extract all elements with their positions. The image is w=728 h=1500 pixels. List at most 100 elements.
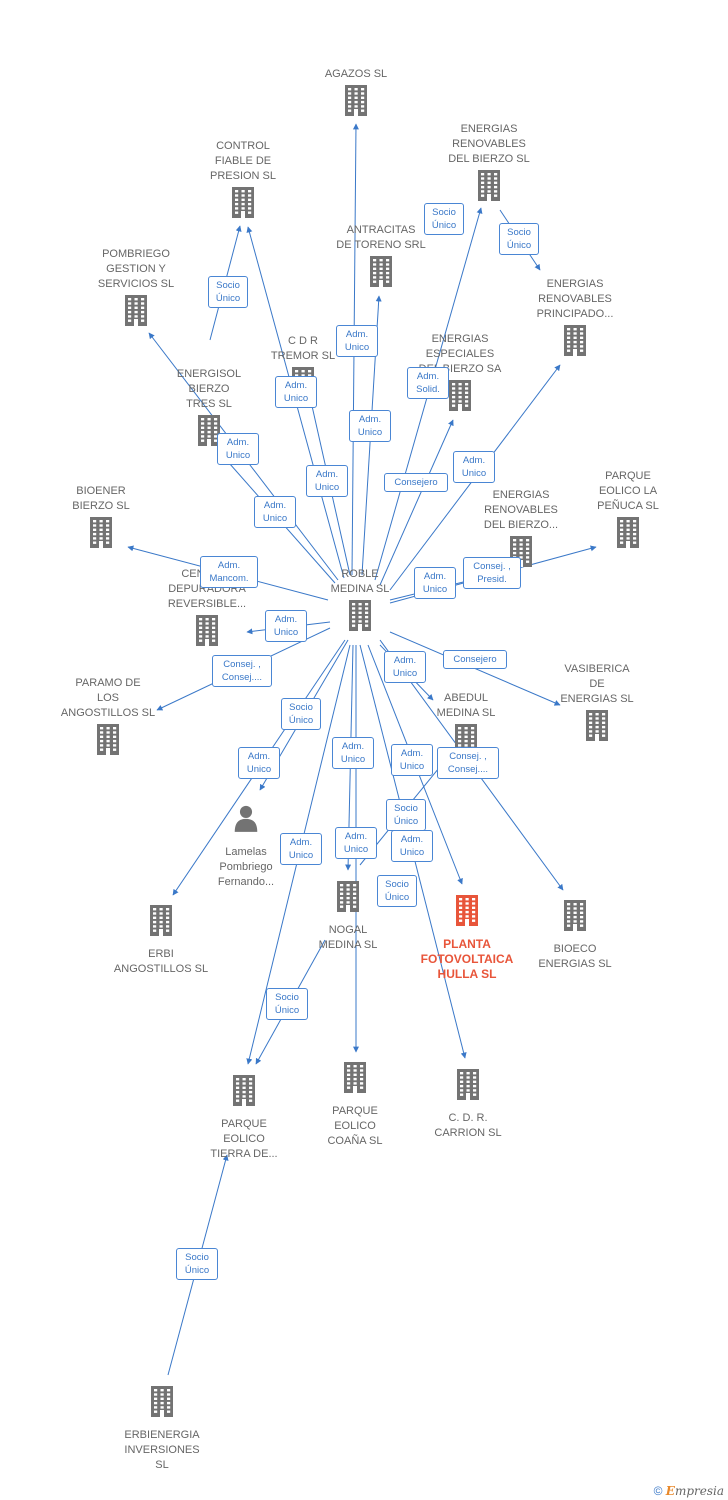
node-label: VASIBERICA DE ENERGIAS SL — [560, 663, 634, 705]
edge-label: Consejero — [384, 473, 448, 492]
node-parque_coana[interactable]: PARQUE EOLICO COAÑA SL — [290, 1059, 420, 1149]
node-label: NOGAL MEDINA SL — [318, 924, 378, 951]
edge-label: Adm. Unico — [254, 496, 296, 528]
edge-label: Consej. , Consej.... — [437, 747, 499, 779]
building-icon — [349, 600, 371, 631]
edge-label: Consej. , Consej.... — [212, 655, 272, 687]
edge-label: Consejero — [443, 650, 507, 669]
edge-label: Adm. Unico — [336, 325, 378, 357]
node-label: ANTRACITAS DE TORENO SRL — [336, 224, 426, 251]
node-label: PARQUE EOLICO COAÑA SL — [327, 1105, 383, 1147]
edge-label: Adm. Unico — [391, 744, 433, 776]
node-label: BIOECO ENERGIAS SL — [538, 943, 612, 970]
node-label: POMBRIEGO GESTION Y SERVICIOS SL — [97, 248, 175, 290]
edge-label: Adm. Unico — [265, 610, 307, 642]
building-icon — [97, 724, 119, 755]
node-cdr_carrion[interactable]: C. D. R. CARRION SL — [403, 1066, 533, 1141]
edge-label: Adm. Unico — [391, 830, 433, 862]
edge-label: Socio Único — [424, 203, 464, 235]
node-vasiberica[interactable]: VASIBERICA DE ENERGIAS SL — [532, 662, 662, 748]
node-label: CONTROL FIABLE DE PRESION SL — [209, 140, 277, 182]
node-label: PARAMO DE LOS ANGOSTILLOS SL — [60, 677, 156, 719]
building-icon — [125, 295, 147, 326]
edge-label: Adm. Unico — [384, 651, 426, 683]
node-control[interactable]: CONTROL FIABLE DE PRESION SL — [178, 139, 308, 225]
node-parque_tierra[interactable]: PARQUE EOLICO TIERRA DE... — [179, 1072, 309, 1162]
edge-label: Socio Único — [499, 223, 539, 255]
edge-label: Adm. Unico — [238, 747, 280, 779]
node-ee_bierzo[interactable]: ENERGIAS ESPECIALES DEL BIERZO SA — [395, 332, 525, 418]
edge-label: Adm. Unico — [280, 833, 322, 865]
node-label: ENERGIAS RENOVABLES PRINCIPADO... — [536, 278, 614, 320]
edge-label: Adm. Unico — [275, 376, 317, 408]
edge-label: Adm. Unico — [414, 567, 456, 599]
node-erbi[interactable]: ERBI ANGOSTILLOS SL — [96, 902, 226, 977]
edge-label: Adm. Solid. — [407, 367, 449, 399]
edge-label: Socio Único — [281, 698, 321, 730]
building-icon — [90, 517, 112, 548]
edge-label: Adm. Unico — [217, 433, 259, 465]
edge-label: Socio Único — [176, 1248, 218, 1280]
node-parque_penuca[interactable]: PARQUE EOLICO LA PEÑUCA SL — [563, 469, 693, 555]
node-er_principado[interactable]: ENERGIAS RENOVABLES PRINCIPADO... — [510, 277, 640, 363]
edge-label: Adm. Unico — [349, 410, 391, 442]
building-icon — [370, 256, 392, 287]
edge-label: Socio Único — [208, 276, 248, 308]
edge-label: Socio Único — [377, 875, 417, 907]
edge-label: Socio Único — [386, 799, 426, 831]
edge-label: Consej. , Presid. — [463, 557, 521, 589]
node-label: ABEDUL MEDINA SL — [436, 692, 496, 719]
edge-label: Socio Único — [266, 988, 308, 1020]
building-icon — [198, 415, 220, 446]
building-icon — [564, 325, 586, 356]
node-er_bierzo2[interactable]: ENERGIAS RENOVABLES DEL BIERZO... — [456, 488, 586, 574]
building-icon — [233, 1075, 255, 1106]
edge-label: Adm. Unico — [332, 737, 374, 769]
node-bioeco[interactable]: BIOECO ENERGIAS SL — [510, 897, 640, 972]
node-paramo[interactable]: PARAMO DE LOS ANGOSTILLOS SL — [43, 676, 173, 762]
copyright-symbol: © — [653, 1484, 663, 1498]
node-label: ENERGISOL BIERZO TRES SL — [176, 368, 242, 410]
node-label: C D R TREMOR SL — [270, 335, 336, 362]
brand-logo[interactable]: Empresia — [665, 1484, 724, 1498]
node-label: ENERGIAS RENOVABLES DEL BIERZO SL — [448, 123, 530, 165]
node-planta[interactable]: PLANTA FOTOVOLTAICA HULLA SL — [402, 892, 532, 982]
building-icon — [151, 1386, 173, 1417]
node-label: PARQUE EOLICO TIERRA DE... — [210, 1118, 278, 1160]
node-nogal[interactable]: NOGAL MEDINA SL — [283, 878, 413, 953]
edge-line — [379, 419, 454, 586]
building-icon — [617, 517, 639, 548]
node-pombriego[interactable]: POMBRIEGO GESTION Y SERVICIOS SL — [71, 247, 201, 333]
building-icon — [457, 1069, 479, 1100]
node-label: ERBIENERGIA INVERSIONES SL — [124, 1429, 200, 1471]
node-lamelas[interactable]: Lamelas Pombriego Fernando... — [181, 800, 311, 890]
building-icon — [345, 85, 367, 116]
node-energisol[interactable]: ENERGISOL BIERZO TRES SL — [144, 367, 274, 453]
building-icon — [337, 881, 359, 912]
node-agazos[interactable]: AGAZOS SL — [291, 67, 421, 123]
node-label: ERBI ANGOSTILLOS SL — [113, 948, 209, 975]
node-label: ENERGIAS RENOVABLES DEL BIERZO... — [483, 489, 559, 531]
footer-brand: © Empresia — [654, 1484, 724, 1498]
node-erbienergia[interactable]: ERBIENERGIA INVERSIONES SL — [97, 1383, 227, 1473]
node-roble[interactable]: ROBLE MEDINA SL — [295, 567, 425, 638]
edge-label: Adm. Mancom. — [200, 556, 258, 588]
node-bioener[interactable]: BIOENER BIERZO SL — [36, 484, 166, 555]
node-antracitas[interactable]: ANTRACITAS DE TORENO SRL — [316, 223, 446, 294]
node-label: BIOENER BIERZO SL — [72, 485, 130, 512]
edge-label: Adm. Unico — [306, 465, 348, 497]
building-icon — [150, 905, 172, 936]
edge-label: Adm. Unico — [453, 451, 495, 483]
node-label: PARQUE EOLICO LA PEÑUCA SL — [597, 470, 659, 512]
building-icon — [232, 187, 254, 218]
building-icon — [344, 1062, 366, 1093]
edge-label: Adm. Unico — [335, 827, 377, 859]
node-label: PLANTA FOTOVOLTAICA HULLA SL — [420, 937, 514, 981]
building-icon — [478, 170, 500, 201]
building-icon — [564, 900, 586, 931]
building-icon — [456, 895, 478, 926]
node-er_bierzo[interactable]: ENERGIAS RENOVABLES DEL BIERZO SL — [424, 122, 554, 208]
node-label: ROBLE MEDINA SL — [330, 568, 390, 595]
node-label: Lamelas Pombriego Fernando... — [217, 846, 275, 888]
